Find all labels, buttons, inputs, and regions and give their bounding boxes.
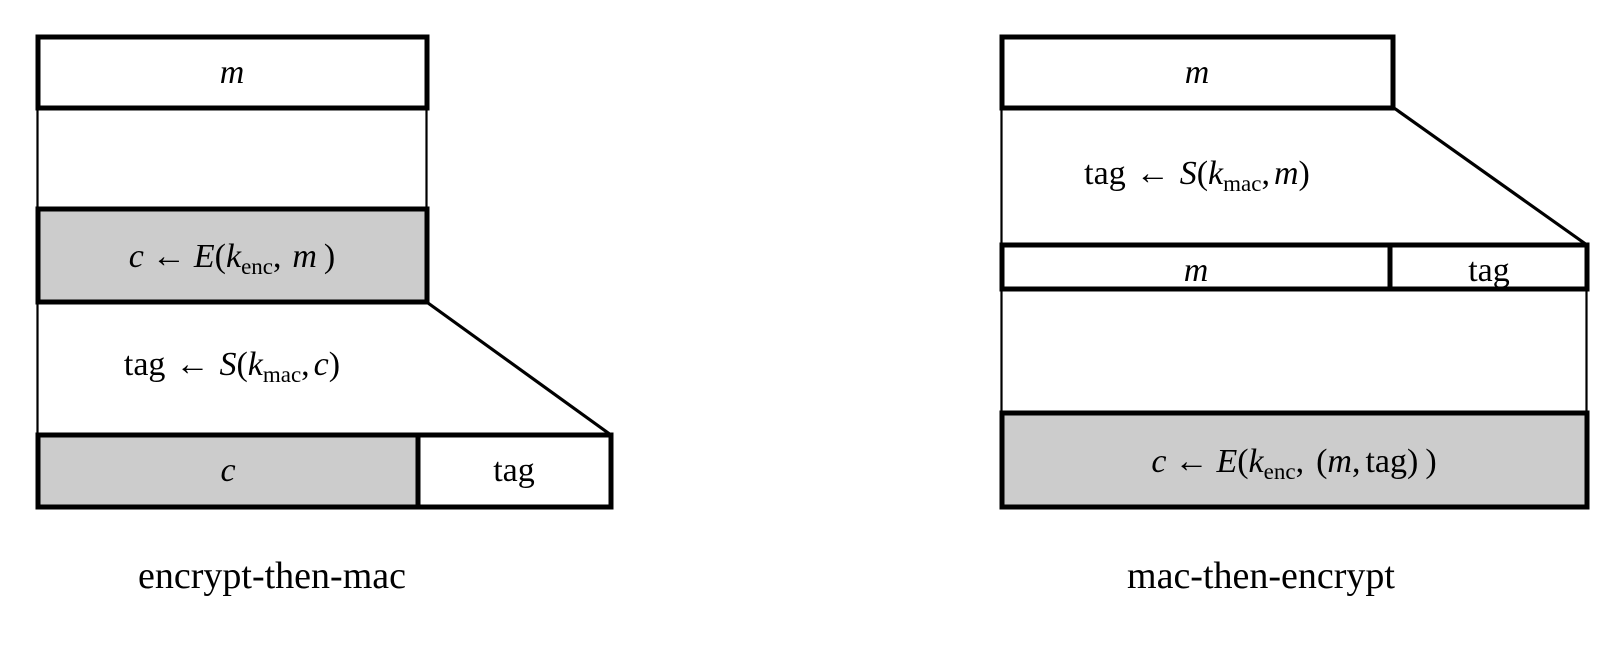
etm-encrypt-ksub: enc xyxy=(241,254,273,279)
diagram-encrypt-then-mac: m c←E(kenc, m) tag←S(kmac,c) c tag encry… xyxy=(35,34,614,597)
etm-encrypt-box xyxy=(35,206,430,305)
mte-encrypt-inner-close: ) xyxy=(1407,443,1418,480)
etm-mac-ksub: mac xyxy=(263,362,301,387)
etm-output-ciphertext-box xyxy=(35,432,421,510)
diagram-mac-then-encrypt: m tag←S(kmac,m) m tag c←E(kenc,(m,tag)) … xyxy=(999,34,1590,597)
etm-mac-c: c xyxy=(314,346,329,383)
etm-output-tag-label: tag xyxy=(493,452,535,489)
mte-encrypt-arrow: ← xyxy=(1174,443,1208,480)
etm-message-box xyxy=(35,34,430,111)
mte-encrypt-m: m xyxy=(1327,443,1352,480)
mte-intermediate-tag-label: tag xyxy=(1468,252,1510,289)
etm-diagonal-connector xyxy=(427,301,612,437)
etm-encrypt-arrow: ← xyxy=(152,238,186,275)
etm-mac-open: ( xyxy=(236,346,247,383)
mte-mac-arrow: ← xyxy=(1136,155,1170,192)
mte-mac-ksub: mac xyxy=(1223,171,1261,196)
etm-output-tag-box xyxy=(415,432,614,510)
etm-mac-formula: tag← S(kmac,c) xyxy=(124,346,340,387)
mte-encrypt-box xyxy=(999,410,1590,510)
etm-encrypt-comma: , xyxy=(273,238,288,275)
etm-encrypt-open: ( xyxy=(215,238,226,275)
mte-caption: mac-then-encrypt xyxy=(1127,555,1395,597)
etm-encrypt-m: m xyxy=(292,238,317,275)
etm-encrypt-c: c xyxy=(129,238,144,275)
mte-message-box xyxy=(999,34,1396,111)
etm-encrypt-formula: c←E(kenc, m) xyxy=(129,238,335,279)
mte-encrypt-inner-open: ( xyxy=(1316,443,1327,480)
mte-encrypt-k: k xyxy=(1249,443,1265,480)
mte-diagonal-connector xyxy=(1393,106,1588,247)
mte-mac-close: ) xyxy=(1299,155,1310,192)
mte-encrypt-ksub: enc xyxy=(1264,459,1296,484)
mte-message-label: m xyxy=(1185,54,1210,91)
mte-mac-m: m xyxy=(1274,155,1299,192)
mte-mac-tag: tag xyxy=(1084,155,1126,192)
mte-encrypt-tag: tag xyxy=(1365,443,1407,480)
etm-encrypt-k: k xyxy=(226,238,242,275)
mte-intermediate-message-label: m xyxy=(1184,252,1209,289)
mte-intermediate-tag-box xyxy=(1387,242,1590,292)
mte-mac-open: ( xyxy=(1197,155,1208,192)
etm-message-label: m xyxy=(220,54,245,91)
etm-caption: encrypt-then-mac xyxy=(138,555,406,597)
mte-encrypt-inner-comma: , xyxy=(1352,443,1361,480)
mte-mac-S: S xyxy=(1180,155,1197,192)
etm-mac-tag: tag xyxy=(124,346,166,383)
etm-encrypt-E: E xyxy=(193,238,215,275)
mte-encrypt-comma: , xyxy=(1296,443,1305,480)
mte-mac-formula: tag ← S(kmac,m) xyxy=(1084,155,1310,196)
etm-mac-comma: , xyxy=(301,346,310,383)
etm-mac-k: k xyxy=(248,346,264,383)
mte-mac-comma: , xyxy=(1261,155,1270,192)
etm-mac-arrow: ← xyxy=(175,346,209,383)
etm-output-ciphertext-label: c xyxy=(220,452,235,489)
mte-encrypt-close: ) xyxy=(1425,443,1436,480)
mte-encrypt-E: E xyxy=(1215,443,1237,480)
mte-encrypt-formula: c←E(kenc,(m,tag)) xyxy=(1151,443,1436,484)
mte-intermediate-message-box xyxy=(999,242,1393,292)
mte-encrypt-c: c xyxy=(1151,443,1166,480)
mte-mac-k: k xyxy=(1208,155,1224,192)
mte-encrypt-open: ( xyxy=(1237,443,1248,480)
etm-mac-close: ) xyxy=(329,346,340,383)
etm-mac-S: S xyxy=(219,346,236,383)
etm-encrypt-close: ) xyxy=(324,238,335,275)
